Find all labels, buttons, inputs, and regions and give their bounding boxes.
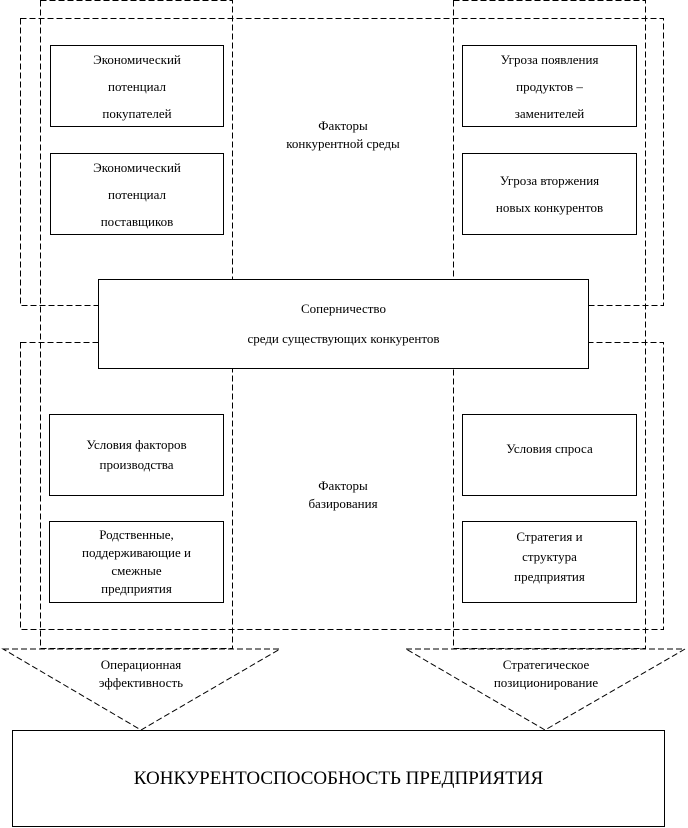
strategy-structure-box: Стратегия и структура предприятия (462, 521, 637, 603)
enterprise-competitiveness-box: КОНКУРЕНТОСПОСОБНОСТЬ ПРЕДПРИЯТИЯ (12, 730, 665, 827)
competitive-environment-label: Факторы конкурентной среды (286, 118, 400, 151)
demand-conditions-box: Условия спроса (462, 414, 637, 496)
strategic-positioning-arrow (404, 648, 687, 731)
related-industries-box: Родственные, поддерживающие и смежные пр… (49, 521, 224, 603)
operational-efficiency-arrow (1, 648, 282, 731)
rivalry-box: Соперничество среди существующих конкуре… (98, 279, 589, 369)
substitutes-threat-box: Угроза появления продуктов – заменителей (462, 45, 637, 127)
factor-conditions-box: Условия факторов производства (49, 414, 224, 496)
buyers-potential-box: Экономический потенциал покупателей (50, 45, 224, 127)
base-factors-label: Факторы базирования (308, 478, 378, 511)
operational-efficiency-label: Операционная эффективность (98, 657, 184, 690)
suppliers-potential-box: Экономический потенциал поставщиков (50, 153, 224, 235)
strategic-positioning-label: Стратегическое позиционирование (493, 657, 599, 690)
base-factors-frame (20, 342, 664, 630)
new-entrants-threat-box: Угроза вторжения новых конкурентов (462, 153, 637, 235)
